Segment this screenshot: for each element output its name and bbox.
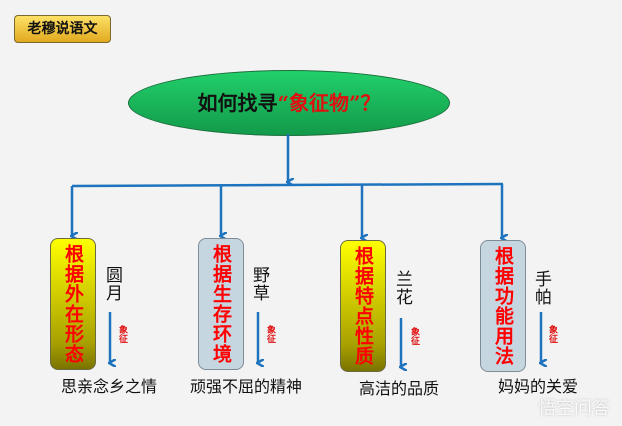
symbol-label: 象征	[117, 325, 127, 343]
method-box: 根据生存环境	[198, 238, 244, 370]
branch-line	[71, 182, 504, 188]
meaning-text: 顽强不屈的精神	[190, 377, 303, 396]
meaning-text: 妈妈的关爱	[498, 377, 579, 396]
symbol-object: 手帕	[531, 270, 551, 306]
question-highlight: “象征物”	[277, 91, 361, 115]
symbol-label: 象征	[409, 327, 419, 345]
symbol-label: 象征	[265, 325, 275, 343]
symbol-object: 圆月	[102, 266, 122, 302]
symbol-object: 野草	[249, 266, 269, 302]
central-question: 如何找寻“象征物”？	[128, 70, 450, 136]
question-suffix: ？	[360, 91, 381, 115]
question-prefix: 如何找寻	[197, 91, 278, 115]
meaning-text: 思亲念乡之情	[61, 377, 158, 396]
meaning-text: 高洁的品质	[359, 379, 440, 398]
symbol-object: 兰花	[392, 270, 412, 306]
watermark: 悟空问答	[538, 398, 610, 419]
method-box: 根据功能用法	[480, 240, 526, 372]
author-badge: 老穆说语文	[14, 15, 111, 43]
symbol-label: 象征	[547, 325, 557, 343]
method-box: 根据特点性质	[340, 240, 386, 372]
method-box: 根据外在形态	[50, 238, 96, 370]
